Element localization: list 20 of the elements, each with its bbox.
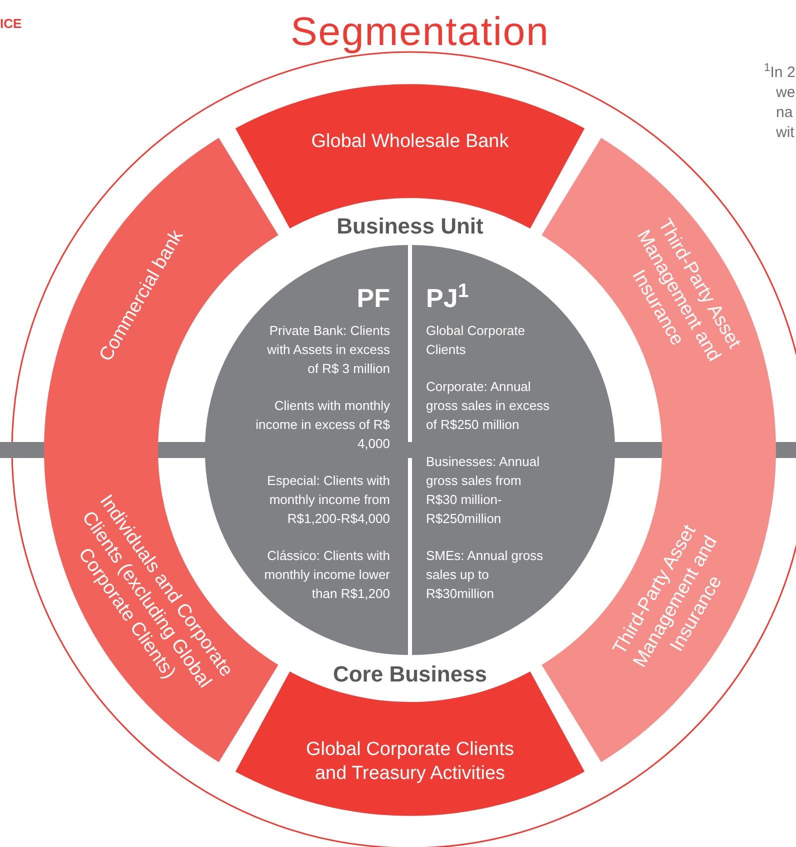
footnote-text: wit bbox=[776, 123, 794, 143]
segment-description: Global Corporate Clients bbox=[426, 322, 526, 359]
segment-label: Global Corporate Clients and Treasury Activities bbox=[290, 738, 530, 786]
diagram-title: Segmentation bbox=[290, 9, 550, 56]
footnote-text: $^{1}$In 2 bbox=[764, 62, 796, 83]
segment-description: Private Bank: Clients with Assets in excess of R$ 3 million bbox=[266, 322, 390, 378]
section-heading: ICE bbox=[0, 15, 22, 33]
ring-label: Business Unit bbox=[336, 212, 484, 240]
segment-description: Clients with monthly income in excess of R$ 4,000 bbox=[254, 397, 390, 453]
segment-description: Corporate: Annual gross sales in excess of R$250 million bbox=[426, 378, 551, 434]
segment-description: SMEs: Annual gross sales up to R$30million bbox=[426, 547, 544, 603]
ring-label: Core Business bbox=[332, 660, 488, 688]
segment-description: Clássico: Clients with monthly income lower than R$1,200 bbox=[263, 547, 390, 603]
segment-label: Global Wholesale Bank bbox=[280, 130, 540, 154]
segment-heading: PJ$^{1}$ bbox=[426, 283, 469, 313]
segment-heading: PF bbox=[356, 283, 390, 313]
footnote-text: we bbox=[776, 83, 796, 103]
segment-description: Especial: Clients with monthly income from R$1,200-R$4,000 bbox=[266, 472, 390, 528]
segment-description: Businesses: Annual gross sales from R$30 million- R$250million bbox=[426, 453, 540, 528]
footnote-text: na bbox=[776, 103, 793, 123]
